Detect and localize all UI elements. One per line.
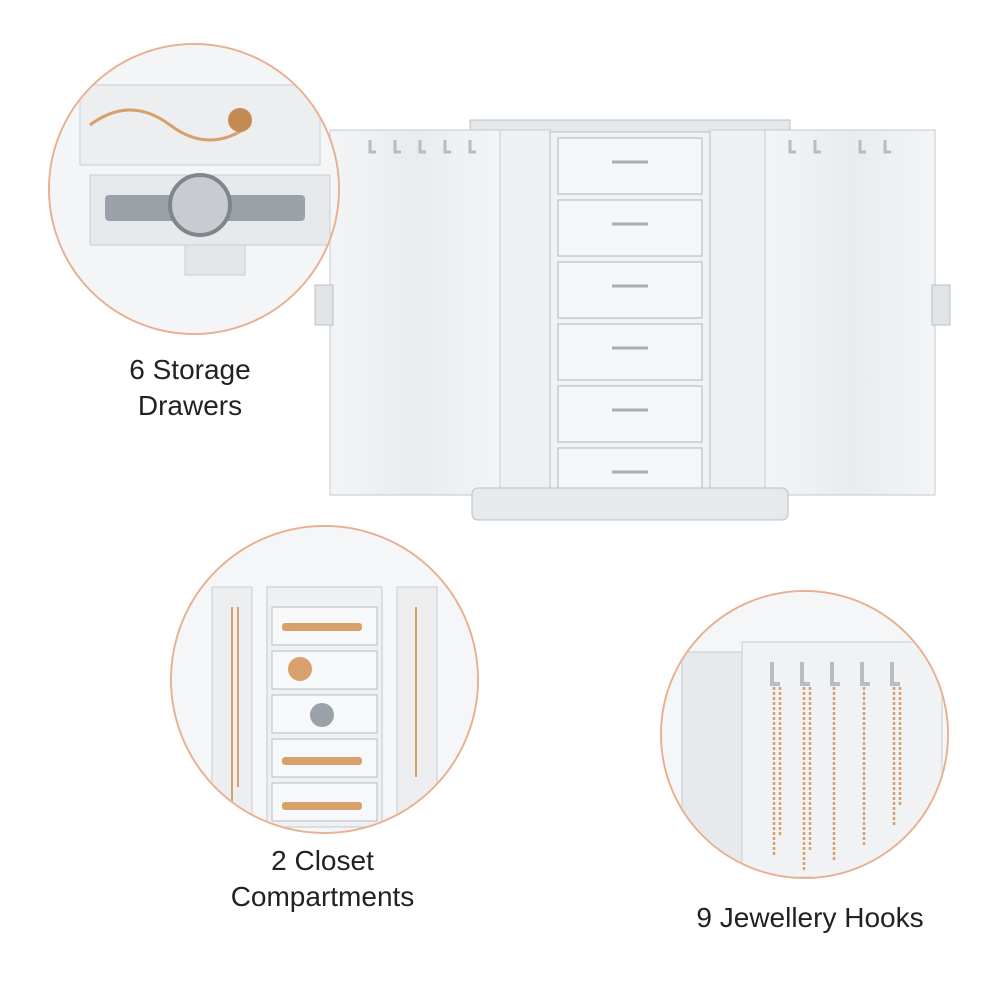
caption-closet-compartments-line2: Compartments xyxy=(230,881,415,912)
drawer-detail-circle xyxy=(48,43,340,335)
jewellery-box-product-image xyxy=(314,119,951,521)
left-door xyxy=(329,129,501,496)
jewellery-hooks-image xyxy=(662,592,947,877)
caption-closet-compartments-line1: 2 Closet xyxy=(271,845,374,876)
drawer-with-watch-image xyxy=(50,45,338,333)
drawer-1 xyxy=(557,137,703,195)
right-door-hooks xyxy=(788,140,891,154)
drawer-5 xyxy=(557,385,703,443)
drawer-handles xyxy=(612,160,648,474)
drawer-2 xyxy=(557,199,703,257)
box-base xyxy=(471,487,789,521)
caption-storage-drawers-line1: 6 Storage xyxy=(129,354,251,385)
closet-compartments-image xyxy=(172,527,477,832)
caption-storage-drawers-line2: Drawers xyxy=(137,390,243,421)
drawer-4 xyxy=(557,323,703,381)
drawer-3 xyxy=(557,261,703,319)
caption-storage-drawers: 6 Storage Drawers xyxy=(90,352,290,424)
right-door xyxy=(764,129,936,496)
left-door-hooks xyxy=(368,140,476,154)
jewellery-hooks-circle xyxy=(660,590,949,879)
hooks xyxy=(770,662,900,686)
necklaces xyxy=(772,687,902,872)
caption-jewellery-hooks: 9 Jewellery Hooks xyxy=(675,900,945,936)
caption-jewellery-hooks-line1: 9 Jewellery Hooks xyxy=(696,902,924,933)
closet-compartments-circle xyxy=(170,525,479,834)
caption-closet-compartments: 2 Closet Compartments xyxy=(190,843,455,915)
